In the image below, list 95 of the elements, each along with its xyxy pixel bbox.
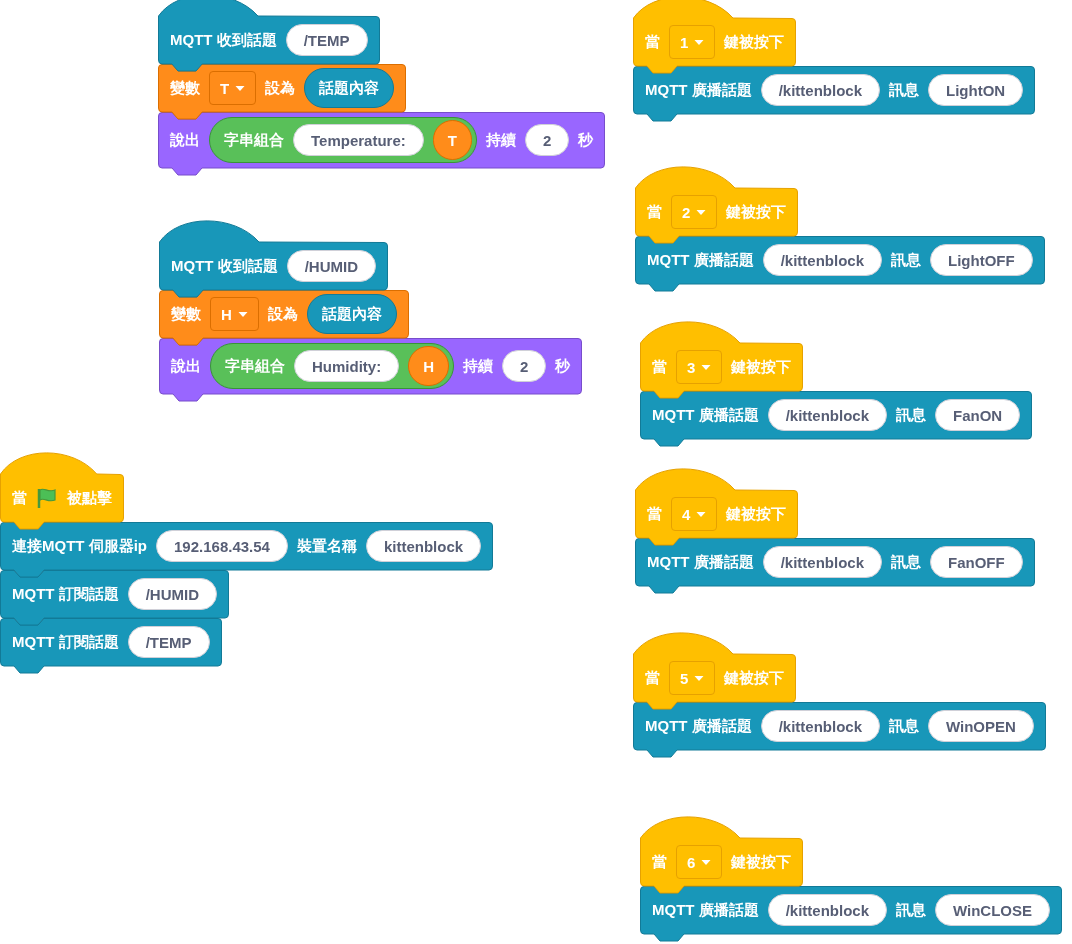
block-label: 字串組合 <box>224 130 284 150</box>
block-label: 訊息 <box>896 405 926 425</box>
block-label: 鍵被按下 <box>724 668 785 688</box>
block-label: MQTT 廣播話題 <box>652 405 759 425</box>
block-label: 說出 <box>171 356 201 376</box>
block-label: 當 <box>647 202 662 222</box>
block-label: 訊息 <box>896 900 926 920</box>
block-label: 秒 <box>555 356 571 376</box>
block-label: 鍵被按下 <box>726 202 787 222</box>
block-label: MQTT 收到話題 <box>171 256 278 276</box>
dropdown-menu: 5 <box>669 661 716 695</box>
text-input: /HUMID <box>127 578 217 610</box>
block-label: MQTT 廣播話題 <box>647 552 754 572</box>
block-label: 字串組合 <box>225 356 285 376</box>
command-block <box>640 886 1063 942</box>
block-label: 連接MQTT 伺服器ip <box>12 536 147 556</box>
hat-block <box>635 166 799 244</box>
block-label: 當 <box>647 504 662 524</box>
block-label: 訊息 <box>891 250 921 270</box>
hat-block <box>640 816 804 894</box>
block-label: 鍵被按下 <box>724 32 785 52</box>
block-label: 說出 <box>170 130 200 150</box>
block-label: 秒 <box>578 130 594 150</box>
text-input: /kittenblock <box>760 74 880 106</box>
block-label: 裝置名稱 <box>296 536 357 556</box>
block-label: MQTT 廣播話題 <box>645 716 752 736</box>
block-label: 持續 <box>485 130 516 150</box>
block-label: MQTT 訂閱話題 <box>12 584 119 604</box>
reporter-block: 話題內容 <box>304 68 395 108</box>
dropdown-menu: 2 <box>671 195 718 229</box>
join-block <box>209 117 477 163</box>
text-input: LightOFF <box>930 244 1033 276</box>
block-label: 鍵被按下 <box>731 852 792 872</box>
hat-block <box>640 321 804 399</box>
block-label: 鍵被按下 <box>731 357 792 377</box>
text-input: /TEMP <box>127 626 210 658</box>
block-label: MQTT 廣播話題 <box>645 80 752 100</box>
text-input: /kittenblock <box>767 399 887 431</box>
block-label: 當 <box>645 32 660 52</box>
text-input: WinCLOSE <box>935 894 1051 926</box>
block-label: 當 <box>645 668 660 688</box>
text-input: /HUMID <box>286 250 376 282</box>
block-label: 變數 <box>170 78 200 98</box>
block-label: MQTT 訂閱話題 <box>12 632 119 652</box>
join-block <box>210 343 454 389</box>
text-input: /kittenblock <box>760 710 880 742</box>
block-label: 當 <box>12 488 27 508</box>
reporter-block: H <box>408 346 449 386</box>
text-input: LightON <box>928 74 1024 106</box>
block-label: 訊息 <box>889 716 919 736</box>
command-block <box>633 66 1036 122</box>
hat-block <box>633 632 797 710</box>
text-input: FanOFF <box>930 546 1023 578</box>
block-label: 鍵被按下 <box>726 504 787 524</box>
block-label: 持續 <box>463 356 493 376</box>
text-input: WinOPEN <box>928 710 1034 742</box>
command-block <box>635 236 1045 292</box>
hat-block <box>0 452 124 530</box>
block-label: 被點擊 <box>67 488 112 508</box>
block-label: 訊息 <box>889 80 919 100</box>
command-block <box>158 112 606 176</box>
block-label: MQTT 廣播話題 <box>647 250 754 270</box>
block-label: 訊息 <box>891 552 921 572</box>
text-input: /kittenblock <box>762 546 882 578</box>
block-label: 當 <box>652 357 667 377</box>
command-block <box>635 538 1035 594</box>
reporter-block: T <box>432 120 472 160</box>
block-label: 設為 <box>265 78 296 98</box>
dropdown-menu: H <box>210 297 259 331</box>
text-input: Humidity: <box>294 350 400 382</box>
text-input: Temperature: <box>293 124 424 156</box>
text-input: /TEMP <box>285 24 368 56</box>
dropdown-menu: 4 <box>671 497 718 531</box>
dropdown-menu: 1 <box>669 25 716 59</box>
hat-block <box>635 468 799 546</box>
command-block <box>640 391 1033 447</box>
block-label: MQTT 收到話題 <box>170 30 277 50</box>
hat-block <box>633 0 797 74</box>
dropdown-menu: 3 <box>676 350 723 384</box>
block-label: 變數 <box>171 304 201 324</box>
text-input: 192.168.43.54 <box>156 530 288 562</box>
block-label: 設為 <box>267 304 298 324</box>
command-block <box>633 702 1046 758</box>
command-block <box>0 522 494 578</box>
block-label: MQTT 廣播話題 <box>652 900 759 920</box>
command-block <box>159 338 583 402</box>
text-input: FanON <box>935 399 1021 431</box>
dropdown-menu: T <box>209 71 257 105</box>
block-label: 當 <box>652 852 667 872</box>
reporter-block: 話題內容 <box>306 294 397 334</box>
text-input: /kittenblock <box>762 244 882 276</box>
dropdown-menu: 6 <box>676 845 723 879</box>
text-input: /kittenblock <box>767 894 887 926</box>
text-input: kittenblock <box>365 530 482 562</box>
command-block <box>0 618 222 674</box>
